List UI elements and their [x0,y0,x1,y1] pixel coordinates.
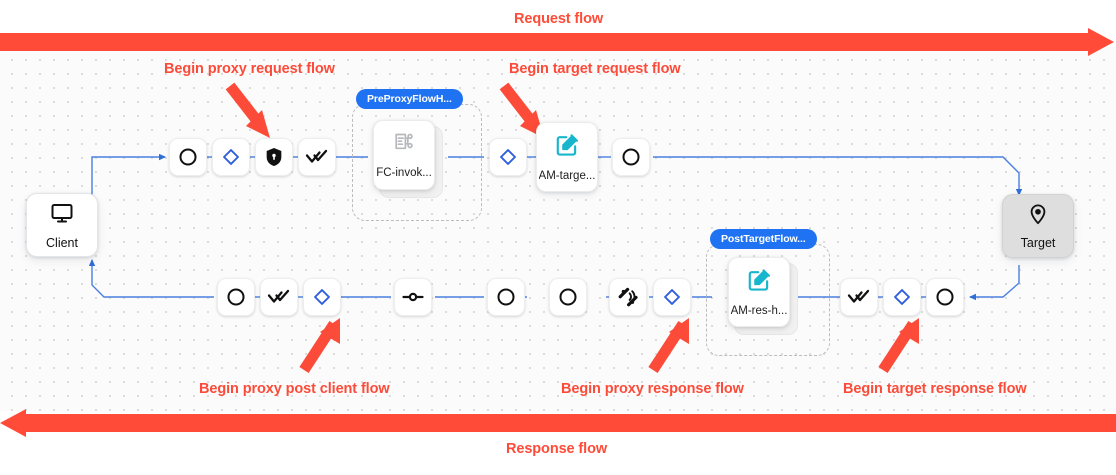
circle-icon [177,146,199,168]
circle-icon [620,146,642,168]
node-hub-icon [401,285,425,309]
script-flow-icon [392,131,416,160]
node-res-start[interactable] [217,278,255,316]
node-res-policy-2[interactable] [653,278,691,316]
diamond-icon [661,286,683,308]
diamond-icon [497,146,519,168]
node-res-circle-2[interactable] [487,278,525,316]
node-req-policy-1[interactable] [212,138,250,176]
node-res-broadcast[interactable] [609,278,647,316]
request-flow-label: Request flow [514,11,604,27]
node-res-checks[interactable] [260,278,298,316]
node-target[interactable]: Target [1002,194,1074,258]
flow-group-badge-preproxyflowhook[interactable]: PreProxyFlowH... [356,89,463,109]
node-res-circle-3[interactable] [549,278,587,316]
shield-lock-icon [263,146,285,168]
node-tgt-res-circle[interactable] [926,278,964,316]
diamond-icon [891,286,913,308]
annotation-arrow-begin-proxy-request-flow [225,82,270,138]
node-tgt-end[interactable] [612,138,650,176]
node-client-label: Client [46,235,78,250]
monitor-icon [50,201,74,230]
dotted-grid-background [0,47,1116,411]
double-check-icon [847,285,871,309]
node-am-res-h-label: AM-res-h... [730,305,788,317]
double-check-icon [305,145,329,169]
response-flow-label: Response flow [506,441,608,457]
flow-group-badge-posttargetflowhook[interactable]: PostTargetFlow... [710,229,817,249]
node-target-label: Target [1020,235,1056,250]
annotation-arrow-begin-proxy-response-flow [648,318,689,374]
request-flow-bar [0,33,1090,51]
node-req-checks[interactable] [298,138,336,176]
annotation-arrow-begin-target-response-flow [878,318,919,374]
edit-square-icon [554,132,580,163]
node-am-target[interactable]: AM-targe... [536,122,598,192]
node-tgt-policy-1[interactable] [489,138,527,176]
response-flow-arrowhead [0,409,26,437]
annotation-begin-proxy-request-flow: Begin proxy request flow [164,61,335,77]
map-pin-icon [1027,203,1049,230]
node-req-security[interactable] [255,138,293,176]
annotation-arrow-begin-proxy-post-client-flow [299,318,340,374]
node-req-start[interactable] [169,138,207,176]
node-am-res-h[interactable]: AM-res-h... [728,257,790,327]
diamond-icon [311,286,333,308]
node-am-target-label: AM-targe... [538,170,596,182]
annotation-begin-proxy-post-client-flow: Begin proxy post client flow [199,381,390,397]
circle-icon [557,286,579,308]
node-res-hub[interactable] [394,278,432,316]
double-check-icon [267,285,291,309]
node-tgt-res-checks[interactable] [840,278,878,316]
node-tgt-res-policy[interactable] [883,278,921,316]
node-fc-invoke[interactable]: FC-invok... [373,120,435,190]
circle-icon [934,286,956,308]
response-flow-banner [0,409,1116,437]
annotation-begin-target-response-flow: Begin target response flow [843,381,1027,397]
circle-icon [495,286,517,308]
node-client[interactable]: Client [26,193,98,257]
node-res-policy-1[interactable] [303,278,341,316]
request-flow-banner [0,28,1116,56]
diamond-icon [220,146,242,168]
request-flow-arrowhead [1088,28,1114,56]
edit-square-icon [746,267,772,298]
circle-icon [225,286,247,308]
annotation-begin-target-request-flow: Begin target request flow [509,61,681,77]
response-flow-bar [26,414,1116,432]
broadcast-icon [616,285,640,309]
node-fc-invoke-label: FC-invok... [376,167,432,179]
annotation-begin-proxy-response-flow: Begin proxy response flow [561,381,744,397]
